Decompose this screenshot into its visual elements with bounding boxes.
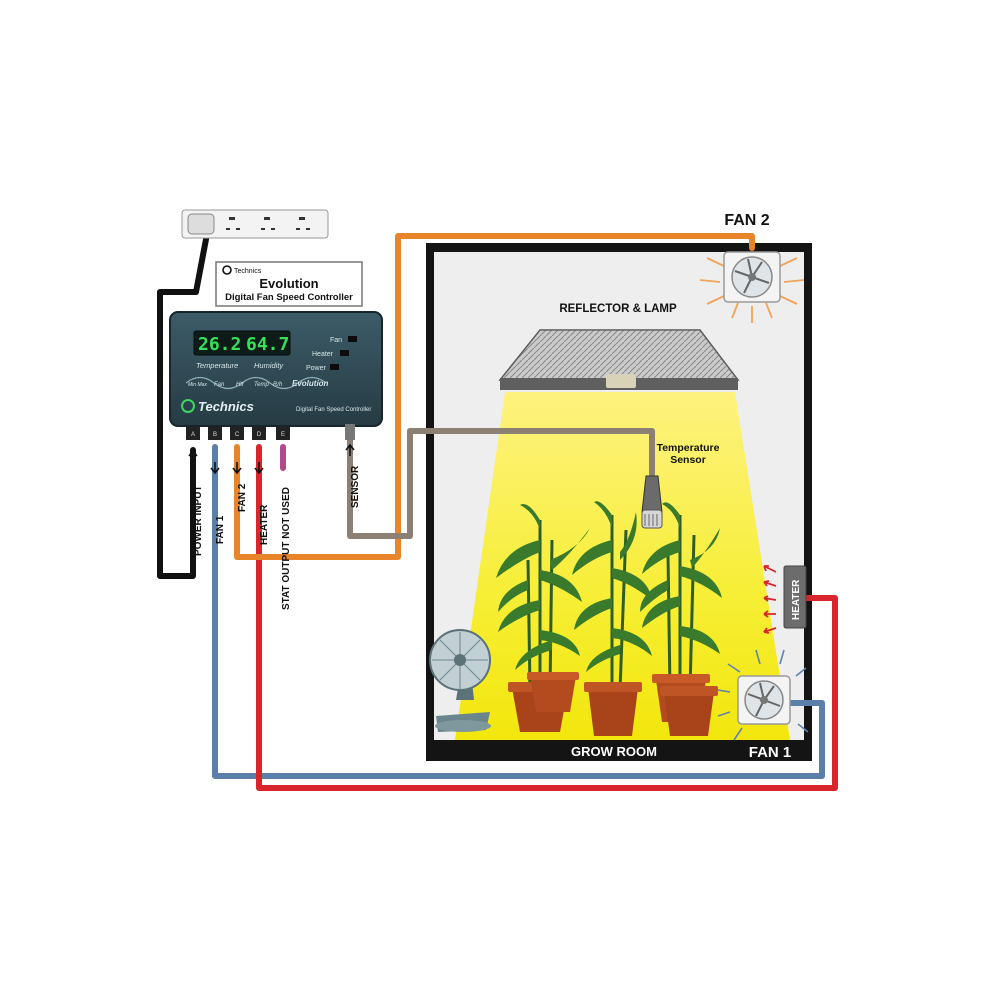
- fan1-wire: [212, 444, 825, 779]
- temperature-sensor-icon: [641, 475, 663, 529]
- fan2-wire: [234, 233, 755, 560]
- port-a: A: [191, 432, 195, 438]
- indicator-fan-label: Fan: [330, 337, 342, 344]
- plant-right-icon: [640, 502, 722, 736]
- heater-wire: [256, 444, 838, 791]
- mode-evolution: Evolution: [292, 379, 329, 388]
- plant-center-icon: [572, 501, 652, 736]
- grow-room-label: GROW ROOM: [571, 744, 657, 759]
- mode-min-max: Min Max: [188, 382, 207, 388]
- sensor-label-line1: Temperature: [657, 442, 720, 454]
- label-card-title: Evolution: [259, 276, 318, 291]
- mode-htr: Htr: [236, 382, 245, 388]
- controller-model-text: Digital Fan Speed Controller: [296, 407, 371, 413]
- sensor-port: [345, 424, 355, 440]
- port-c: C: [235, 432, 240, 438]
- heater-label: HEATER: [791, 579, 802, 620]
- indicator-fan-led: [348, 336, 357, 342]
- port-b: B: [213, 432, 217, 438]
- wave-decoration: [185, 376, 327, 390]
- controller-unit: 26.2 64.7 Fan Heater Power Temperature H…: [169, 311, 383, 440]
- controller-brand: Technics: [198, 399, 254, 414]
- indicator-power-label: Power: [306, 365, 327, 372]
- power-strip-icon: [181, 209, 329, 239]
- port-e: E: [281, 432, 285, 438]
- display-humidity: 64.7: [246, 334, 289, 355]
- power-input-arrow-icon: [188, 449, 198, 462]
- label-card-brand: Technics: [234, 268, 262, 275]
- label-fan1: FAN 1: [215, 515, 226, 544]
- indicator-heater-led: [340, 350, 349, 356]
- label-heater: HEATER: [259, 504, 270, 545]
- label-stat: STAT OUTPUT NOT USED: [281, 487, 292, 610]
- fan1-arrow-icon: [210, 462, 220, 475]
- sensor-label-line2: Sensor: [670, 454, 706, 466]
- indicator-power-led: [330, 364, 339, 370]
- indicator-heater-label: Heater: [312, 351, 334, 358]
- fan2-label: FAN 2: [724, 212, 769, 229]
- wires: [157, 231, 838, 791]
- label-humidity: Humidity: [254, 361, 284, 370]
- heat-arrows: [763, 565, 777, 634]
- fan2-airflow-arrows: [699, 257, 805, 323]
- reflector-lamp-icon: [498, 329, 740, 390]
- mode-fan: Fan: [214, 382, 225, 388]
- port-d: D: [257, 432, 262, 438]
- fan2-icon: [699, 251, 805, 323]
- led-display: [193, 330, 291, 356]
- label-sensor: SENSOR: [350, 465, 361, 508]
- technics-logo-icon: [222, 265, 232, 275]
- fan1-icon: [717, 649, 809, 741]
- technics-brand-icon: [181, 399, 195, 413]
- sensor-arrow-icon: [345, 443, 355, 456]
- display-temperature: 26.2: [198, 334, 241, 355]
- label-power-input: POWER INPUT: [193, 485, 204, 556]
- power-wire: [157, 231, 210, 579]
- port-labels: POWER INPUT FAN 1 FAN 2 HEATER STAT OUTP…: [188, 443, 361, 610]
- label-card-subtitle: Digital Fan Speed Controller: [225, 292, 353, 303]
- heater-arrow-icon: [254, 462, 264, 475]
- controller-label-card: Technics Evolution Digital Fan Speed Con…: [215, 261, 363, 307]
- reflector-label: REFLECTOR & LAMP: [559, 303, 677, 315]
- heater-icon: HEATER: [763, 565, 807, 634]
- plants: [496, 501, 722, 736]
- port-row: A B C D E: [186, 424, 355, 440]
- label-temperature: Temperature: [196, 361, 238, 370]
- plant-left-icon: [496, 504, 590, 732]
- fan1-room-label: FAN 1: [749, 744, 792, 761]
- fan1-airflow-arrows: [717, 649, 809, 741]
- mode-rh: R/h: [273, 382, 283, 388]
- label-fan2: FAN 2: [237, 483, 248, 512]
- oscillating-fan-icon: [429, 629, 491, 732]
- mode-temp: Temp: [254, 382, 269, 388]
- sensor-wire: [347, 428, 655, 539]
- fan2-arrow-icon: [232, 462, 242, 475]
